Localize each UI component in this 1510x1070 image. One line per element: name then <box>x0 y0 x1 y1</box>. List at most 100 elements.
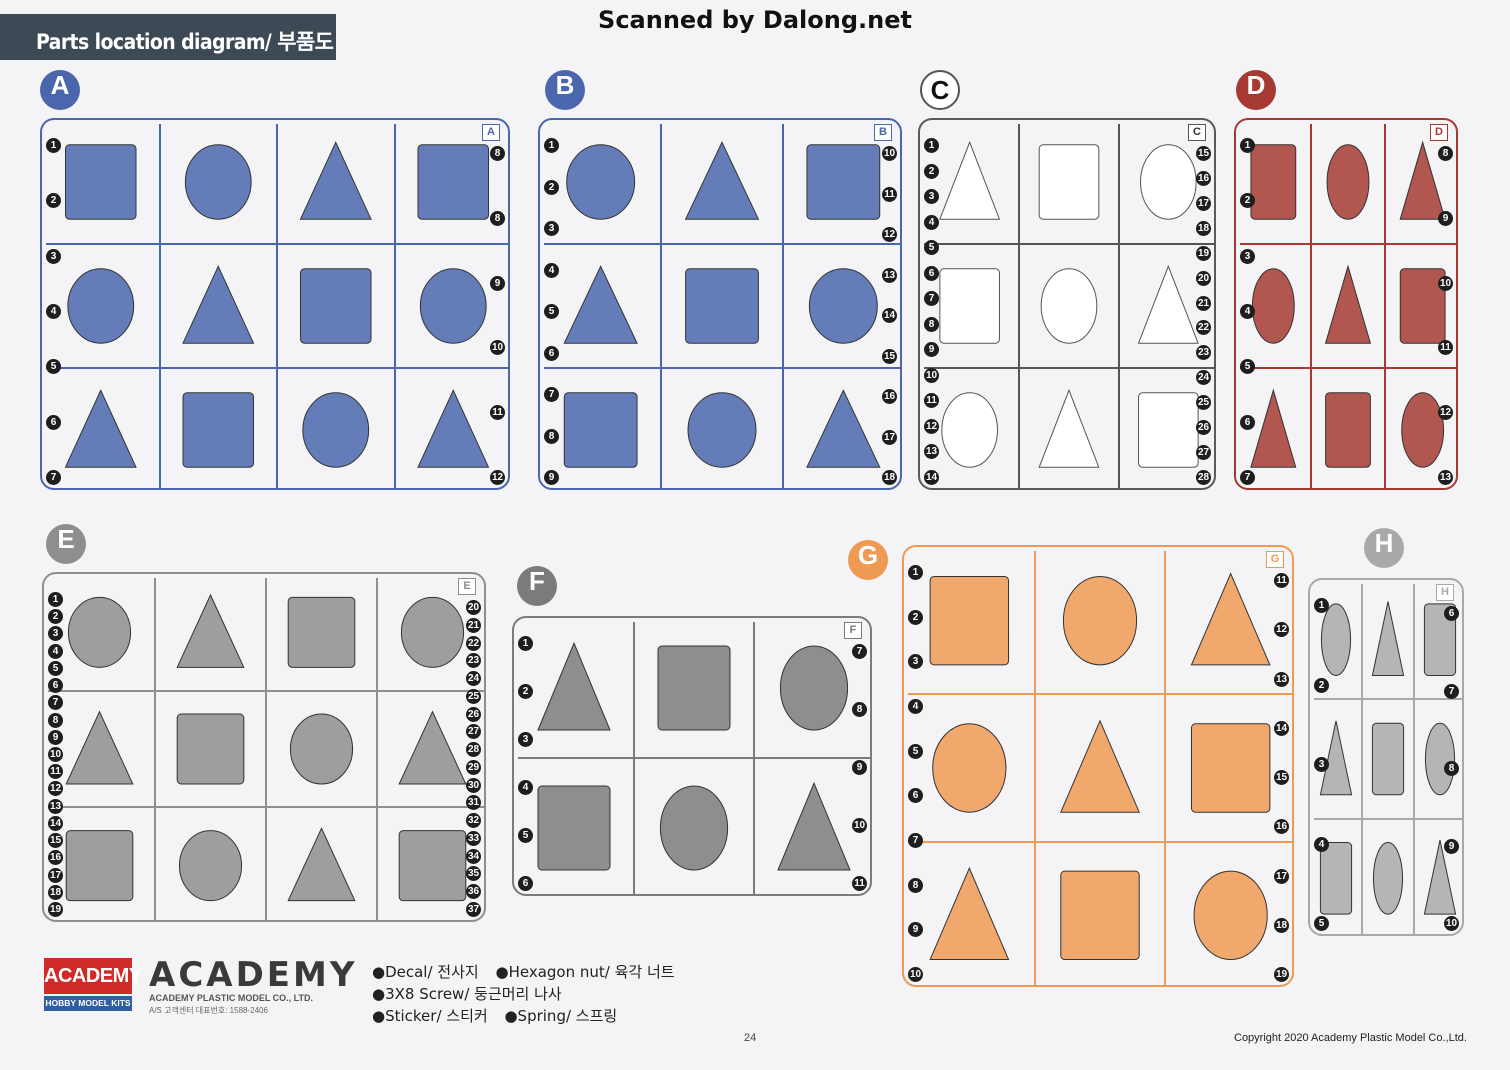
part-number: 33 <box>466 831 481 846</box>
sprue-part <box>182 392 254 468</box>
part-number: 6 <box>924 266 939 281</box>
sprue-part <box>1371 722 1405 796</box>
sprue-part <box>1062 575 1138 666</box>
part-number: 6 <box>1240 415 1255 430</box>
part-number: 26 <box>1196 420 1211 435</box>
part-number: 4 <box>1314 837 1329 852</box>
sprue-tag: E <box>458 578 476 595</box>
part-number: 5 <box>924 240 939 255</box>
sprue-drawing <box>46 124 508 488</box>
sprue-letter-b: B <box>545 70 585 110</box>
part-number: 13 <box>48 799 63 814</box>
sprue-part <box>929 866 1010 961</box>
part-number: 8 <box>924 317 939 332</box>
sprue-part <box>1399 268 1446 344</box>
part-number: 9 <box>48 730 63 745</box>
sprue-part <box>687 392 757 468</box>
legend-hexnut: ●Hexagon nut/ 육각 너트 <box>495 963 675 981</box>
part-number: 6 <box>518 876 533 891</box>
sprue-drawing <box>908 551 1292 985</box>
sprue-part <box>1401 392 1445 468</box>
sprue-part <box>1060 870 1140 961</box>
sprue-tag: A <box>482 124 500 141</box>
part-number: 5 <box>544 304 559 319</box>
copyright: Copyright 2020 Academy Plastic Model Co.… <box>1234 1032 1467 1044</box>
sprue-part <box>287 596 356 668</box>
sprue-tag: H <box>1436 584 1454 601</box>
sprue-part <box>1060 719 1140 813</box>
sprue-part <box>65 144 137 220</box>
part-number: 4 <box>518 780 533 795</box>
part-number: 3 <box>1240 249 1255 264</box>
part-number: 25 <box>1196 395 1211 410</box>
part-number: 7 <box>852 644 867 659</box>
part-number: 25 <box>466 689 481 704</box>
part-number: 18 <box>1274 918 1289 933</box>
part-number: 7 <box>924 291 939 306</box>
scan-credit: Scanned by Dalong.net <box>598 6 912 34</box>
part-number: 13 <box>882 268 897 283</box>
part-number: 3 <box>46 249 61 264</box>
part-number: 19 <box>1274 967 1289 982</box>
part-number: 7 <box>46 470 61 485</box>
part-number: 1 <box>518 636 533 651</box>
sprue-part <box>65 830 134 902</box>
part-number: 17 <box>48 868 63 883</box>
part-number: 10 <box>924 368 939 383</box>
part-number: 11 <box>1438 340 1453 355</box>
part-number: 10 <box>1444 916 1459 931</box>
part-number: 10 <box>1438 276 1453 291</box>
sprue-part <box>417 144 489 220</box>
academy-badge-logo: ACADEMY HOBBY MODEL KITS <box>44 958 142 1011</box>
sprue-part <box>806 389 881 468</box>
part-number: 4 <box>544 263 559 278</box>
part-number: 10 <box>490 340 505 355</box>
part-number: 24 <box>466 671 481 686</box>
academy-wordmark: ACADEMY ACADEMY PLASTIC MODEL CO., LTD. … <box>149 958 354 1016</box>
part-number: 27 <box>466 724 481 739</box>
sprue-part <box>64 389 137 468</box>
sprue-part <box>563 392 638 468</box>
part-number: 4 <box>48 644 63 659</box>
sprue-part <box>67 596 132 668</box>
part-number: 11 <box>852 876 867 891</box>
part-number: 21 <box>1196 296 1211 311</box>
part-number: 4 <box>908 699 923 714</box>
part-number: 15 <box>882 349 897 364</box>
part-number: 14 <box>924 470 939 485</box>
sprue-part <box>806 144 881 220</box>
sprue-letter-h: H <box>1364 528 1404 568</box>
sprue-part <box>1372 842 1404 915</box>
sprue-part <box>657 645 731 731</box>
part-number: 22 <box>466 636 481 651</box>
sprue-tag: G <box>1266 551 1284 568</box>
part-number: 34 <box>466 849 481 864</box>
part-number: 2 <box>544 180 559 195</box>
part-number: 3 <box>924 189 939 204</box>
part-number: 9 <box>544 470 559 485</box>
part-number: 8 <box>490 211 505 226</box>
part-number: 6 <box>908 788 923 803</box>
sprue-letter-d: D <box>1236 70 1276 110</box>
sprue-part <box>1190 572 1271 666</box>
sprue-part <box>1326 144 1370 220</box>
part-number: 28 <box>1196 470 1211 485</box>
part-number: 2 <box>1314 678 1329 693</box>
part-number: 14 <box>1274 721 1289 736</box>
sprue-part <box>777 781 851 871</box>
sprue-part <box>417 389 490 468</box>
sprue-part <box>1040 268 1098 344</box>
sprue-tag: D <box>1430 124 1448 141</box>
part-number: 26 <box>466 707 481 722</box>
part-number: 21 <box>466 618 481 633</box>
part-number: 9 <box>490 276 505 291</box>
part-number: 17 <box>1196 196 1211 211</box>
sprue-part <box>566 144 636 220</box>
sprue-part <box>1320 603 1352 676</box>
part-number: 12 <box>1438 405 1453 420</box>
sprue-part <box>302 392 370 468</box>
sprue-part <box>1250 388 1297 468</box>
part-number: 7 <box>908 833 923 848</box>
